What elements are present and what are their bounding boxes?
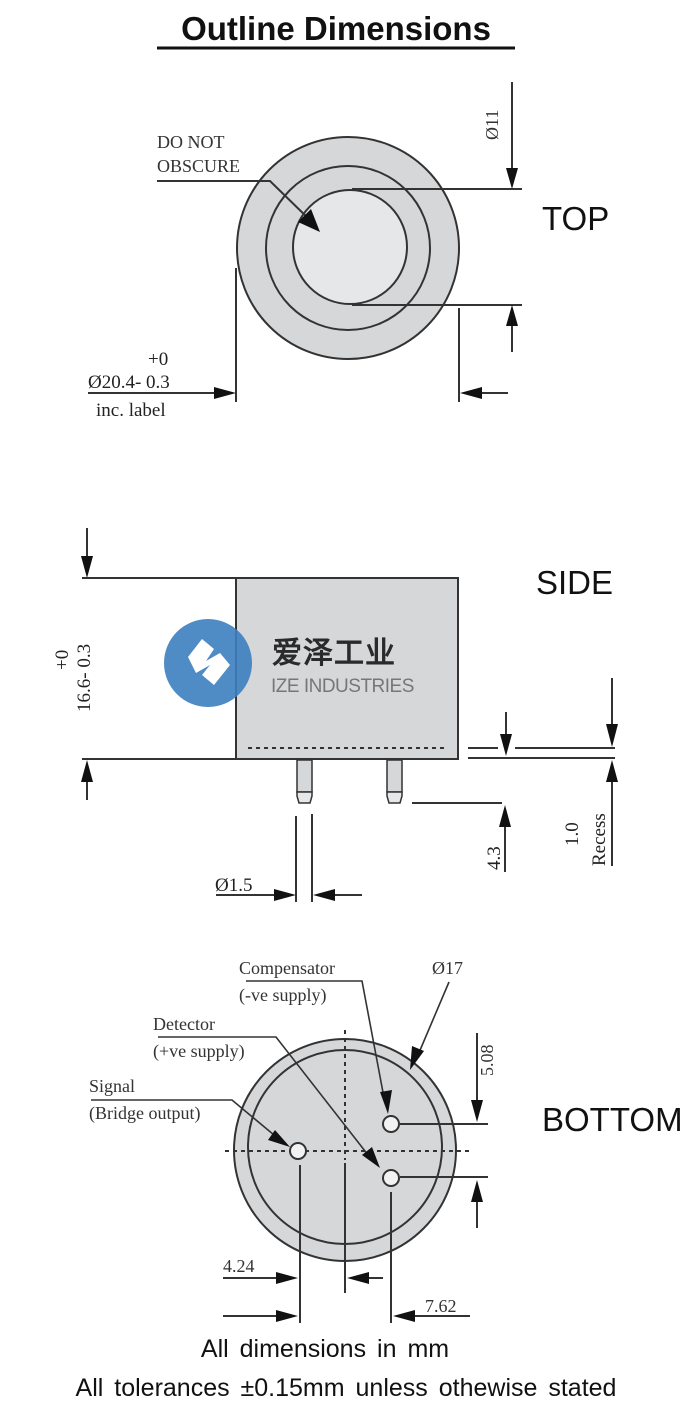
top-view-label: TOP <box>542 200 609 237</box>
signal-arrowhead <box>268 1130 290 1147</box>
d762-arrowhead-right <box>393 1310 415 1322</box>
recess-arrowhead-b <box>606 724 618 747</box>
side-view-label: SIDE <box>536 564 613 601</box>
d424-arrowhead-left <box>276 1272 298 1284</box>
d508-arrowhead-bottom <box>471 1180 483 1202</box>
signal-leader <box>91 1099 281 1141</box>
bottom-view: Compensator (-ve supply) Ø17 Detector (+… <box>89 958 683 1323</box>
d424-arrowhead-right <box>347 1272 369 1284</box>
height-arrowhead-top <box>81 556 93 578</box>
detector-label-line1: Detector <box>153 1014 215 1034</box>
watermark-english: IZE INDUSTRIES <box>271 676 414 697</box>
pin-dia-arrowhead-right <box>313 889 335 901</box>
compensator-label-line2: (-ve supply) <box>239 985 326 1006</box>
page-title: Outline Dimensions <box>181 10 491 47</box>
recess-arrowhead-c <box>606 760 618 782</box>
recess-value: 1.0 <box>562 822 583 846</box>
outer-tolerance-upper: +0 <box>148 349 168 370</box>
inner-diameter-label: Ø11 <box>482 110 502 140</box>
pin-horizontal-spacing-label: 7.62 <box>425 1296 457 1316</box>
d11-arrowhead-bottom <box>506 305 518 326</box>
side-view: +0 16.6- 0.3 1.0 Recess 4.3 Ø1.5 SIDE <box>52 528 618 902</box>
height-tolerance-upper: +0 <box>52 650 73 670</box>
compensator-leader <box>246 980 386 1104</box>
compensator-arrowhead <box>380 1090 392 1114</box>
pin-dia-arrowhead-left <box>274 889 296 901</box>
pin-diameter-label: Ø1.5 <box>215 875 252 896</box>
body-diameter-arrowhead <box>410 1046 424 1070</box>
signal-offset-label: 4.24 <box>223 1256 255 1276</box>
side-body <box>235 577 459 760</box>
side-pin-right <box>386 759 403 804</box>
side-pin-left <box>296 759 313 804</box>
outer-diameter-note: inc. label <box>96 400 166 421</box>
pin-detector <box>382 1169 400 1187</box>
d11-arrowhead-top <box>506 168 518 189</box>
do-not-obscure-arrowhead <box>298 209 320 232</box>
watermark-chinese: 爱泽工业 <box>272 636 396 671</box>
bottom-view-label: BOTTOM <box>542 1101 683 1138</box>
top-sensor-window <box>292 189 408 305</box>
body-diameter-label: Ø17 <box>432 958 463 978</box>
footer-tolerance-note: All tolerances ±0.15mm unless othewise s… <box>76 1374 617 1402</box>
pin-signal <box>289 1142 307 1160</box>
pin-length-label: 4.3 <box>484 846 505 870</box>
body-diameter-leader <box>417 981 450 1056</box>
detector-label-line2: (+ve supply) <box>153 1041 245 1062</box>
recess-arrowhead-a <box>500 734 512 756</box>
detector-leader <box>158 1036 373 1161</box>
d508-arrowhead-top <box>471 1100 483 1122</box>
pin-vertical-spacing-label: 5.08 <box>477 1045 497 1077</box>
detector-arrowhead <box>362 1147 380 1168</box>
watermark-logo-icon <box>164 619 252 707</box>
recess-label: Recess <box>589 813 610 866</box>
outer-diameter-label: Ø20.4- 0.3 <box>88 372 170 393</box>
d20-arrowhead-right <box>460 387 482 399</box>
do-not-obscure-label-line2: OBSCURE <box>157 156 240 176</box>
do-not-obscure-label-line1: DO NOT <box>157 132 225 152</box>
d20-arrowhead-left <box>214 387 236 399</box>
footer-units-note: All dimensions in mm <box>201 1335 449 1363</box>
compensator-label-line1: Compensator <box>239 958 335 978</box>
signal-label-line2: (Bridge output) <box>89 1103 200 1124</box>
top-view: DO NOT OBSCURE Ø11 +0 Ø20.4- 0.3 inc. la… <box>88 82 609 421</box>
do-not-obscure-leader <box>157 180 313 223</box>
pin-length-arrowhead <box>499 805 511 827</box>
height-arrowhead-bottom <box>81 760 93 782</box>
d762-arrowhead-left <box>276 1310 298 1322</box>
signal-label-line1: Signal <box>89 1076 135 1096</box>
pin-compensator <box>382 1115 400 1133</box>
height-label: 16.6- 0.3 <box>74 644 95 712</box>
watermark: 爱泽工业 IZE INDUSTRIES <box>164 619 414 707</box>
